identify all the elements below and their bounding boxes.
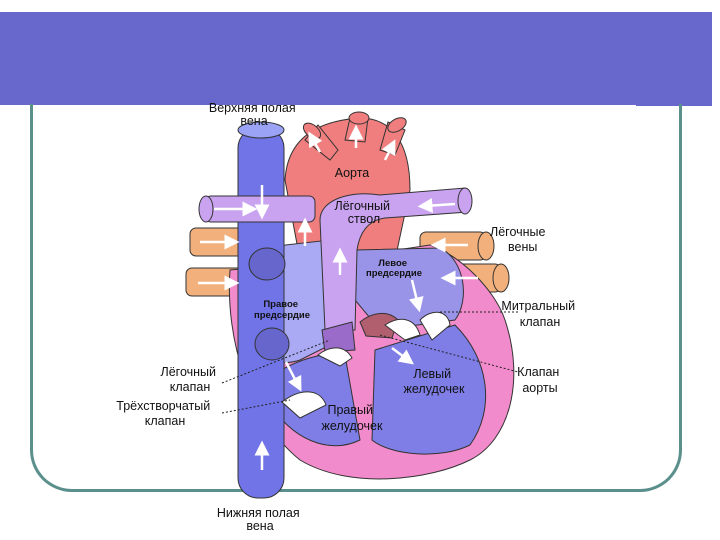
- label-superior-vena-cava: Верхняя полая вена: [209, 101, 299, 128]
- title-banner: [0, 12, 712, 108]
- label-left-ventricle: Левый желудочек: [404, 367, 465, 396]
- label-right-atrium: Правое предсердие: [254, 299, 310, 321]
- label-aorta: Аорта: [335, 166, 370, 180]
- label-tricuspid-valve: Трёхстворчатый клапан: [116, 399, 213, 428]
- label-mitral-valve: Митральный клапан: [501, 299, 578, 329]
- banner-divider: [0, 105, 636, 108]
- content-frame: [30, 104, 682, 492]
- label-pulmonary-veins: Лёгочные вены: [490, 225, 549, 254]
- label-pulmonary-trunk: Лёгочный ствол: [335, 199, 394, 226]
- valves: [281, 311, 451, 419]
- label-right-ventricle: Правый желудочек: [322, 403, 383, 433]
- label-pulmonary-valve: Лёгочный клапан: [161, 365, 220, 394]
- label-aortic-valve: Клапан аорты: [517, 365, 563, 395]
- leader-lines: [221, 311, 520, 414]
- label-inferior-vena-cava: Нижняя полая вена: [217, 506, 303, 533]
- flow-arrows: [198, 124, 478, 470]
- label-left-atrium: Левое предсердие: [366, 258, 422, 279]
